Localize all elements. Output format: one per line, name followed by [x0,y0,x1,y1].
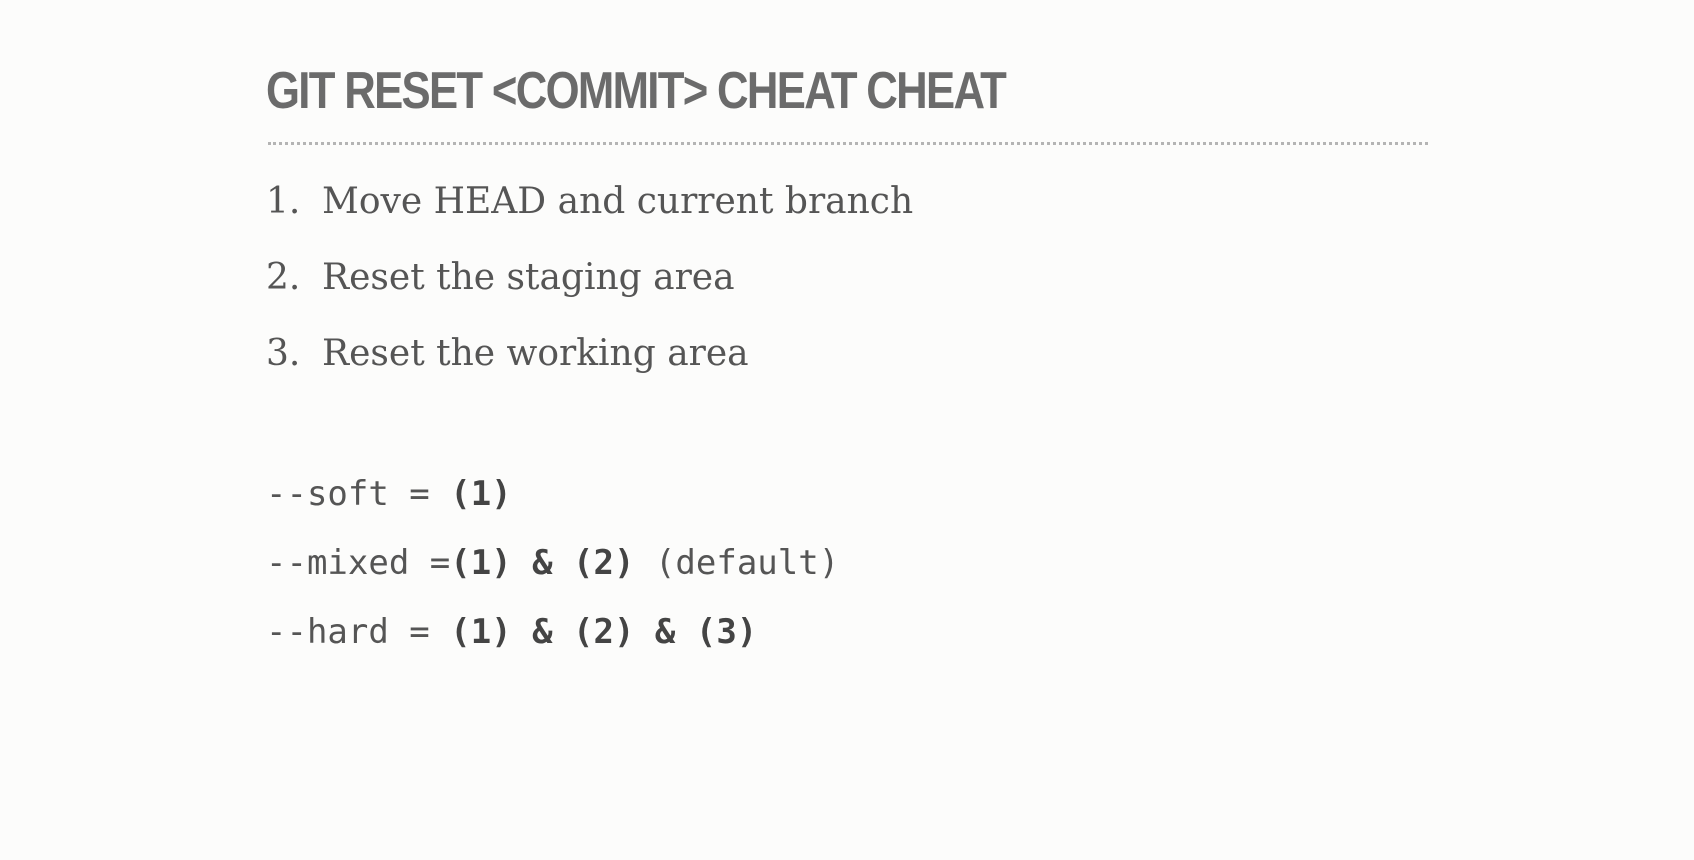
step-number: 3. [266,333,301,374]
step-item-2: 2. Reset the staging area [266,248,913,324]
reset-modes: --soft = (1) --mixed =(1) & (2) (default… [266,464,839,671]
mode-flag: --mixed = [266,543,451,583]
reset-steps-list: 1. Move HEAD and current branch 2. Reset… [266,172,913,400]
mode-steps: (1) [450,474,512,514]
step-text: Reset the working area [322,333,749,374]
step-item-1: 1. Move HEAD and current branch [266,172,913,248]
step-number: 2. [266,257,301,298]
step-text: Move HEAD and current branch [322,181,914,222]
slide-title: GIT RESET <COMMIT> CHEAT CHEAT [266,62,1007,120]
mode-flag: --soft = [266,474,451,514]
mode-note: (default) [634,543,840,583]
mode-hard: --hard = (1) & (2) & (3) [266,602,839,671]
step-number: 1. [266,181,301,222]
step-item-3: 3. Reset the working area [266,324,913,400]
mode-steps: (1) & (2) & (3) [450,612,758,652]
step-text: Reset the staging area [322,257,735,298]
dotted-divider [268,142,1428,145]
mode-mixed: --mixed =(1) & (2) (default) [266,533,839,602]
mode-steps: (1) & (2) [450,543,635,583]
mode-soft: --soft = (1) [266,464,839,533]
mode-flag: --hard = [266,612,451,652]
